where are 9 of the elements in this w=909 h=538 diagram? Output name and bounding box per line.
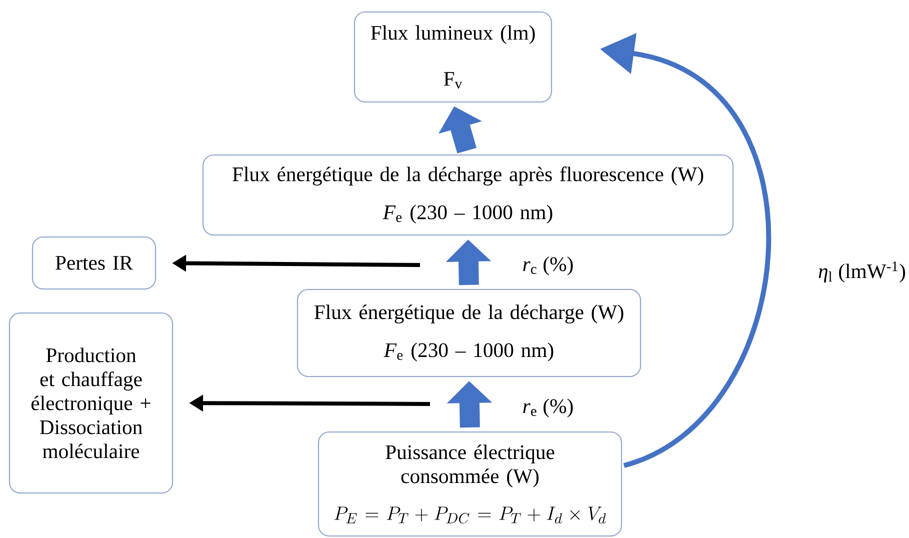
edge-label: r$_{c}$ (%) — [521, 255, 575, 277]
process-box: Flux énergétique de la décharge (W) F$_{e}$ (230 – 1000 nm) — [296, 288, 642, 378]
edge-label: r$_{e}$ (%) — [521, 397, 575, 419]
process-box: Flux énergétique de la décharge après fluorescence (W) F$_{e}$ (230 – 1000 nm) — [202, 154, 734, 236]
process-box: Flux lumineux (lm) F$_{v}$ — [354, 11, 552, 103]
process-box: Pertes IR — [32, 236, 156, 290]
process-box: Production et chauffage électronique + Dissociation moléculaire — [8, 312, 174, 494]
edge-label: η$_{l}$ (lmW$^{-1}$) — [816, 260, 908, 284]
process-box: Puissance électrique consommée (W) $P_E = P_T + P_{DC} = P_T + I_d \times V_d$ — [318, 431, 622, 537]
